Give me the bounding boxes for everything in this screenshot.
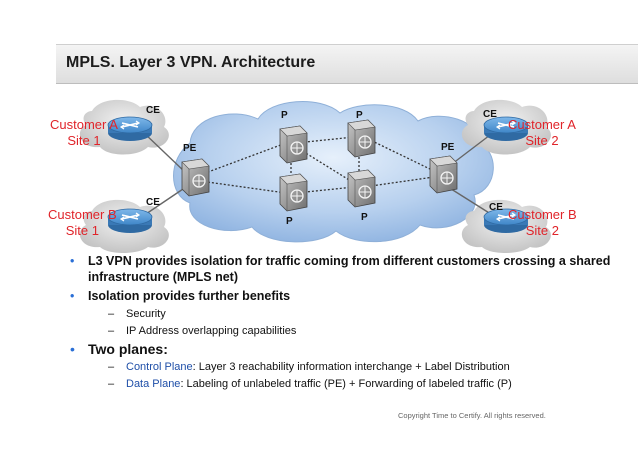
label-pe-right: PE: [441, 142, 455, 153]
label-p-bottom-2: P: [361, 212, 368, 223]
label-ce-bottom-left: CE: [146, 197, 160, 208]
label-pe-left: PE: [183, 143, 197, 154]
switch-icon-p-bottom-1: [279, 173, 308, 212]
bullet-icon: •: [70, 341, 75, 357]
bullet-two-planes: • Two planes:: [70, 341, 168, 357]
diagram-graphics: [79, 99, 551, 253]
switch-icon-p-top-2: [347, 119, 376, 158]
label-p-top-1: P: [281, 110, 288, 121]
label-p-top-2: P: [356, 110, 363, 121]
label-ce-bottom-right: CE: [489, 202, 503, 213]
dash-icon: –: [108, 378, 115, 390]
mpls-cloud: [173, 101, 494, 243]
dash-icon: –: [108, 308, 115, 320]
switch-icon-pe-left: [181, 158, 210, 197]
bullet-list: • L3 VPN provides isolation for traffic …: [66, 253, 626, 394]
sub-bullet-control-plane: – Control Plane: Layer 3 reachability in…: [108, 361, 510, 373]
core-links: [199, 136, 435, 194]
customer-a-site-1: Customer A Site 1: [50, 117, 118, 148]
control-plane-term: Control Plane: [126, 361, 193, 373]
dash-icon: –: [108, 325, 115, 337]
bullet-benefits: • Isolation provides further benefits: [70, 289, 291, 303]
bullet-icon: •: [70, 289, 75, 303]
sub-bullet-ip-overlap: – IP Address overlapping capabilities: [108, 325, 297, 337]
bullet-icon: •: [70, 254, 75, 268]
label-p-bottom-1: P: [286, 216, 293, 227]
switch-icon-p-bottom-2: [347, 169, 376, 208]
sub-bullet-data-plane: – Data Plane: Labeling of unlabeled traf…: [108, 378, 512, 390]
title-bar: MPLS. Layer 3 VPN. Architecture: [56, 44, 638, 84]
sub-bullet-security: – Security: [108, 308, 166, 320]
switch-icon-pe-right: [429, 155, 458, 194]
link-ce-b1-pe-left: [142, 186, 187, 217]
customer-b-site-1: Customer B Site 1: [48, 207, 117, 238]
link-ce-b2-pe-right: [447, 186, 495, 217]
copyright-notice: Copyright Time to Certify. All rights re…: [398, 411, 546, 420]
label-ce-top-left: CE: [146, 105, 160, 116]
customer-a-site-2: Customer A Site 2: [508, 117, 576, 148]
switch-icon-p-top-1: [279, 125, 308, 164]
dash-icon: –: [108, 361, 115, 373]
data-plane-term: Data Plane: [126, 378, 181, 390]
page-title: MPLS. Layer 3 VPN. Architecture: [66, 54, 316, 71]
customer-b-site-2: Customer B Site 2: [508, 207, 577, 238]
link-ce-a1-pe-left: [142, 131, 187, 174]
bullet-isolation: • L3 VPN provides isolation for traffic …: [70, 254, 611, 284]
network-diagram: CE CE PE P P P P PE CE CE Customer A Sit…: [0, 95, 638, 255]
label-ce-top-right: CE: [483, 109, 497, 120]
